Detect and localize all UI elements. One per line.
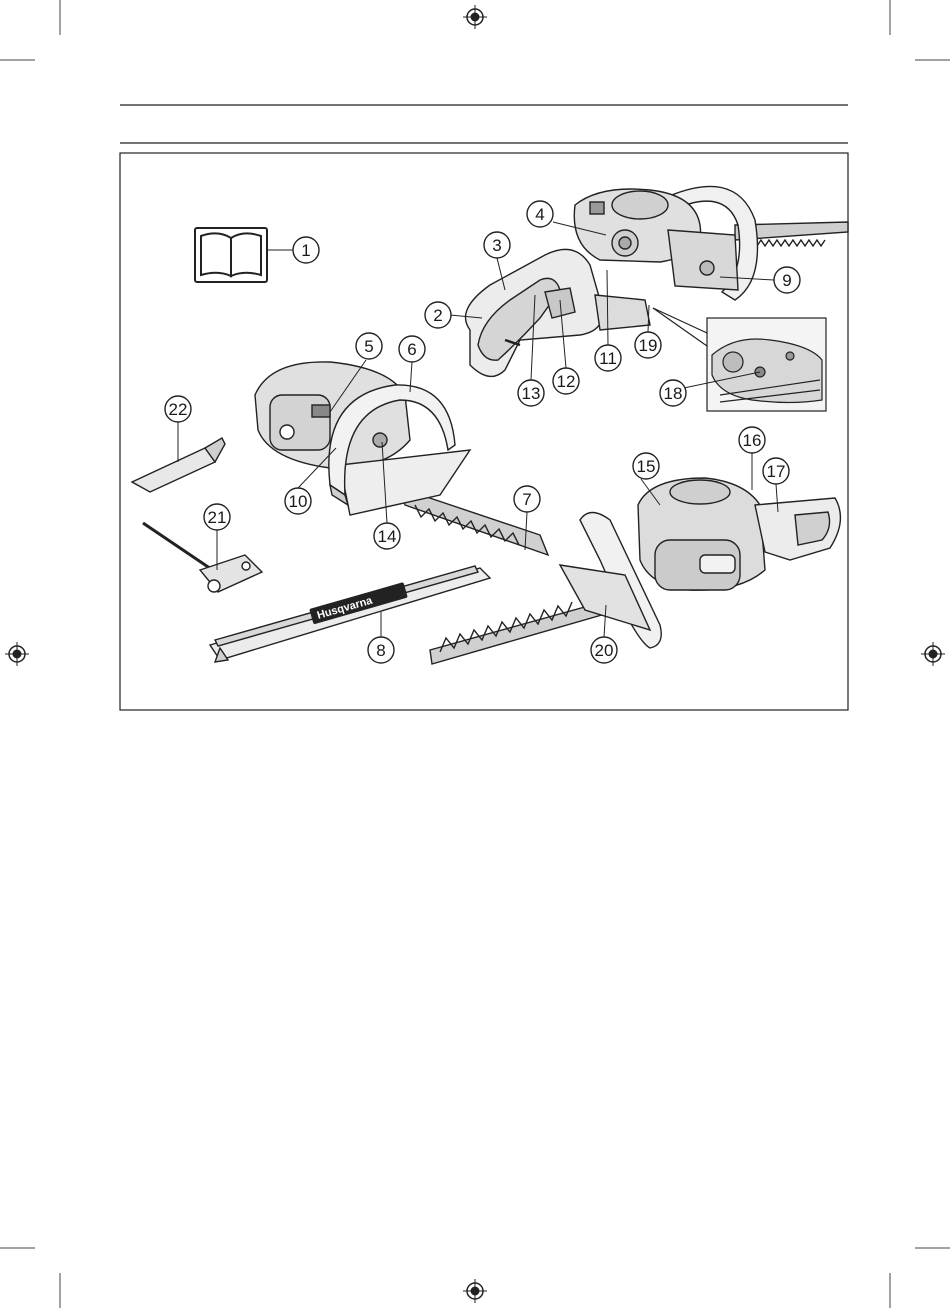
callout-3-label: 3: [492, 236, 501, 255]
callout-10: 10: [285, 488, 311, 514]
callout-9: 9: [774, 267, 800, 293]
callout-22: 22: [165, 396, 191, 422]
callout-1: 1: [293, 237, 319, 263]
front-view-trimmer-drawing: [255, 362, 548, 555]
callout-5-label: 5: [364, 337, 373, 356]
registration-mark-top: [463, 5, 487, 29]
callout-7-label: 7: [522, 490, 531, 509]
callout-14-label: 14: [378, 527, 397, 546]
callout-20-label: 20: [595, 641, 614, 660]
manual-book-icon: [195, 228, 267, 282]
callout-5: 5: [356, 333, 382, 359]
registration-mark-right: [921, 642, 945, 666]
callout-21: 21: [204, 504, 230, 530]
callout-9-label: 9: [782, 271, 791, 290]
callout-21-label: 21: [208, 508, 227, 527]
callout-12-label: 12: [557, 372, 576, 391]
registration-mark-left: [5, 642, 29, 666]
side-view-trimmer-drawing: [430, 478, 840, 664]
callout-11-label: 11: [599, 349, 617, 368]
callout-3: 3: [484, 232, 510, 258]
callout-8: 8: [368, 637, 394, 663]
callout-19: 19: [635, 332, 661, 358]
callout-2-label: 2: [433, 306, 442, 325]
callout-13-label: 13: [522, 384, 541, 403]
callout-7: 7: [514, 486, 540, 512]
combination-spanner-icon: [143, 523, 262, 592]
callout-12: 12: [553, 368, 579, 394]
callout-4-label: 4: [535, 205, 544, 224]
callout-6-label: 6: [407, 340, 416, 359]
callout-17-label: 17: [767, 462, 786, 481]
callout-13: 13: [518, 380, 544, 406]
callout-18-label: 18: [664, 384, 683, 403]
callout-8-label: 8: [376, 641, 385, 660]
callout-20: 20: [591, 637, 617, 663]
callout-14: 14: [374, 523, 400, 549]
callout-10-label: 10: [289, 492, 308, 511]
callout-1-label: 1: [301, 241, 310, 260]
callout-2: 2: [425, 302, 451, 328]
callout-11: 11: [595, 345, 621, 371]
callout-15-label: 15: [637, 457, 656, 476]
callout-6: 6: [399, 336, 425, 362]
callout-19-label: 19: [639, 336, 658, 355]
callout-4: 4: [527, 201, 553, 227]
callout-17: 17: [763, 458, 789, 484]
callout-16: 16: [739, 427, 765, 453]
callout-15: 15: [633, 453, 659, 479]
callout-18: 18: [660, 380, 686, 406]
callout-22-label: 22: [169, 400, 188, 419]
registration-mark-bottom: [463, 1279, 487, 1303]
callout-16-label: 16: [743, 431, 762, 450]
